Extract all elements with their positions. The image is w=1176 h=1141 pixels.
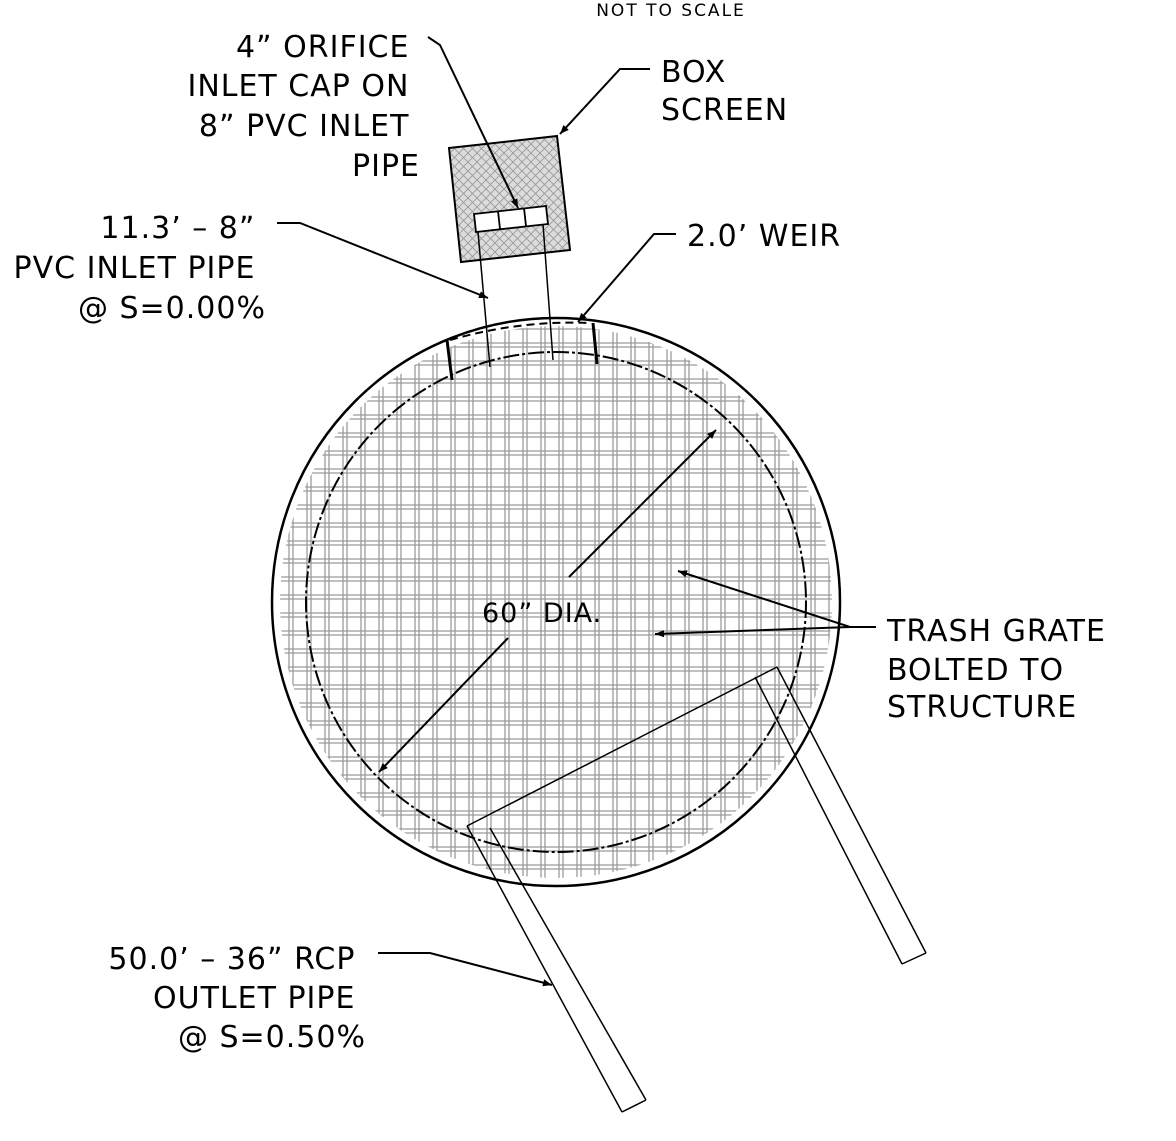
box-screen-label-line: BOX: [661, 55, 726, 90]
box-screen-label-line: SCREEN: [661, 93, 788, 128]
weir-label-line: 2.0’ WEIR: [687, 219, 841, 254]
structure-inner-wall: [305, 351, 807, 853]
outlet-pipe-label-line: @ S=0.50%: [178, 1020, 366, 1055]
orifice-label-line: INLET CAP ON: [187, 69, 409, 104]
inlet-pipe: [477, 223, 554, 368]
outlet-pipe: [466, 666, 927, 1113]
orifice-label: 4” ORIFICE INLET CAP ON 8” PVC INLET PIP…: [187, 30, 420, 184]
trash-grate: [280, 326, 832, 878]
scale-note: NOT TO SCALE: [596, 1, 746, 21]
inlet-pipe-label: 11.3’ – 8” PVC INLET PIPE @ S=0.00%: [14, 211, 266, 326]
weir-label: 2.0’ WEIR: [687, 219, 841, 254]
orifice-label-line: PIPE: [352, 149, 420, 184]
box-screen-label: BOX SCREEN: [661, 55, 788, 128]
trash-grate-label-line: STRUCTURE: [887, 690, 1077, 725]
inlet-cap: [473, 205, 549, 233]
trash-grate-label: TRASH GRATE BOLTED TO STRUCTURE: [886, 614, 1117, 725]
outlet-pipe-label-line: 50.0’ – 36” RCP: [108, 942, 355, 977]
inlet-pipe-label-line: PVC INLET PIPE: [14, 251, 256, 286]
box-screen: [447, 134, 572, 264]
diameter-label: 60” DIA.: [482, 598, 602, 629]
trash-grate-label-line: TRASH GRATE: [886, 614, 1106, 649]
weir: [445, 321, 599, 381]
outlet-pipe-label: 50.0’ – 36” RCP OUTLET PIPE @ S=0.50%: [108, 942, 366, 1055]
diameter-dimension: [378, 429, 717, 773]
outlet-pipe-label-line: OUTLET PIPE: [153, 981, 355, 1016]
trash-grate-label-line: BOLTED TO: [887, 653, 1064, 688]
orifice-label-line: 8” PVC INLET: [199, 109, 410, 144]
structure-outer-wall: [270, 316, 842, 888]
diameter-label-line: 60” DIA.: [482, 598, 602, 629]
orifice-label-line: 4” ORIFICE: [236, 30, 409, 65]
leader-lines: [277, 36, 876, 987]
inlet-pipe-label-line: @ S=0.00%: [78, 291, 266, 326]
inlet-pipe-label-line: 11.3’ – 8”: [100, 211, 255, 246]
